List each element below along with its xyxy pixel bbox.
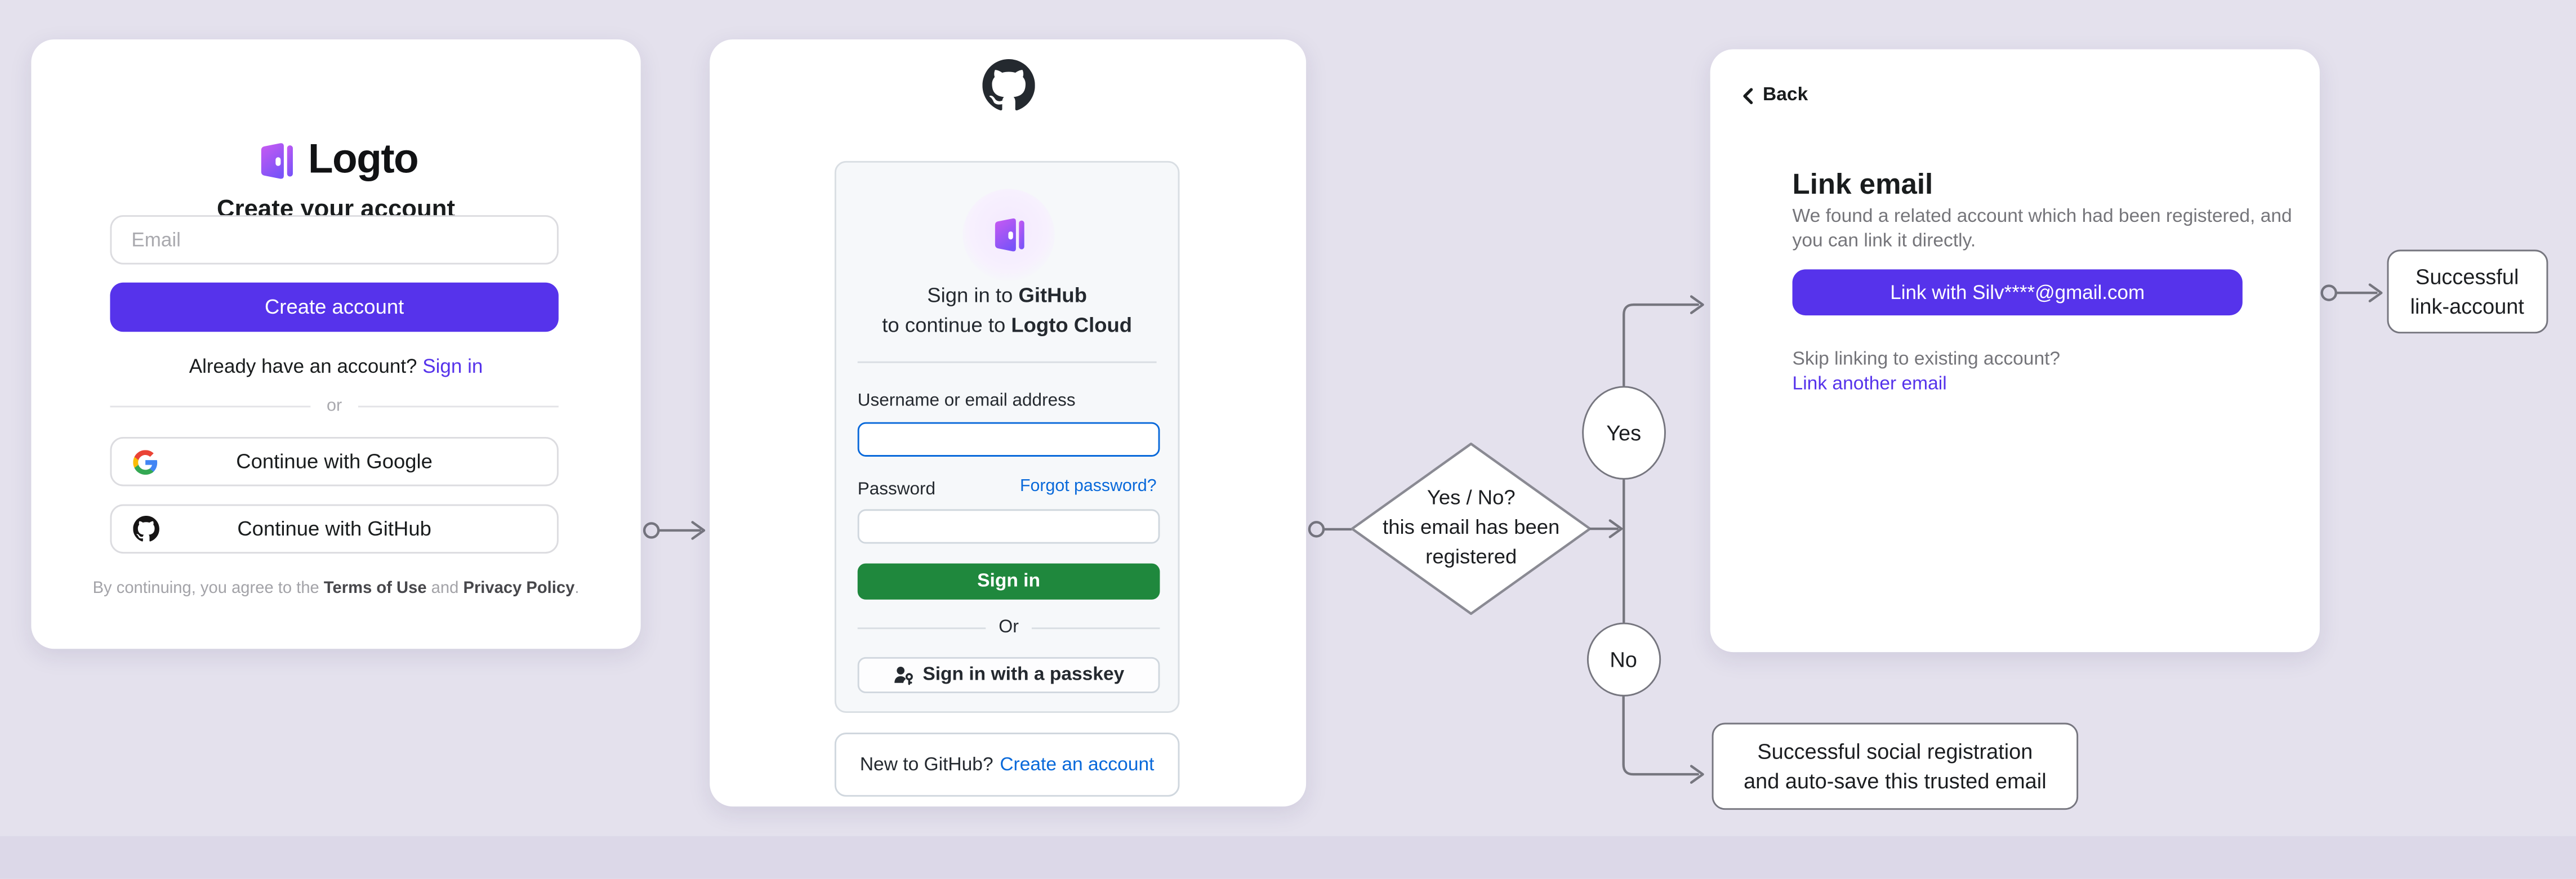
already-have-account: Already have an account? Sign in [31,355,640,378]
github-signin-button[interactable]: Sign in [857,563,1160,600]
github-signin-panel: Sign in to GitHub to continue to Logto C… [834,160,1180,713]
yes-label: Yes [1606,420,1642,445]
link-another-email-link[interactable]: Link another email [1792,374,1947,395]
github-footer-box: New to GitHub? Create an account [834,733,1180,797]
link-with-email-button[interactable]: Link with Silv****@gmail.com [1792,269,2243,316]
forgot-password-link[interactable]: Forgot password? [1020,478,1157,496]
github-or-label: Or [999,617,1019,637]
logto-app-glow [962,189,1055,281]
terms-of-use-link[interactable]: Terms of Use [323,579,427,598]
heading1-bold: GitHub [1018,284,1088,307]
github-heading-line1: Sign in to GitHub [836,284,1178,307]
signin-prompt-text: Already have an account? [189,355,417,378]
username-label: Username or email address [857,391,1076,411]
decision-line1: Yes / No? [1427,486,1516,510]
passkey-label: Sign in with a passkey [922,665,1125,685]
yes-node: Yes [1581,385,1666,480]
password-input[interactable] [857,509,1160,544]
privacy-policy-link[interactable]: Privacy Policy [463,579,575,598]
github-or-divider: Or [857,617,1160,637]
google-icon [133,449,158,474]
continue-github-button[interactable]: Continue with GitHub [110,504,559,554]
continue-google-button[interactable]: Continue with Google [110,436,559,487]
terms-text: By continuing, you agree to the Terms of… [31,580,640,598]
new-to-github-text: New to GitHub? [859,755,993,775]
desc-line1: We found a related account which had bee… [1792,207,2292,227]
outcome-social-registration-box: Successful social registration and auto-… [1712,722,2079,810]
decision-line2: this email has been [1383,515,1560,539]
email-input[interactable] [110,215,559,265]
or-label: or [327,396,342,416]
passkey-button[interactable]: Sign in with a passkey [857,657,1160,694]
or-divider: or [110,396,559,416]
logto-wordmark: Logto [308,136,419,182]
github-card: Sign in to GitHub to continue to Logto C… [710,39,1307,807]
outcome-link-account-box: Successful link-account [2387,249,2547,334]
heading2-prefix: to continue to [882,314,1011,337]
username-input[interactable] [857,422,1160,457]
outcome-social-line1: Successful social registration [1757,739,2033,764]
heading1-prefix: Sign in to [927,284,1019,307]
passkey-icon [893,664,915,686]
back-button[interactable]: Back [1741,86,1808,105]
no-label: No [1610,646,1637,672]
logto-logo: Logto [31,136,640,184]
password-label: Password [857,479,936,499]
back-label: Back [1763,85,1808,105]
github-logo-icon [710,59,1306,111]
bottom-strip [0,836,2576,879]
github-heading-line2: to continue to Logto Cloud [836,314,1178,337]
chevron-left-icon [1741,86,1754,104]
github-icon [133,515,159,542]
outcome-social-line2: and auto-save this trusted email [1744,768,2047,793]
terms-suffix: . [574,579,580,598]
logto-door-icon [254,139,297,181]
decision-line3: registered [1425,545,1517,568]
heading2-bold: Logto Cloud [1011,314,1133,337]
continue-github-label: Continue with GitHub [237,517,431,541]
outcome-link-line1: Successful [2415,264,2519,289]
no-node: No [1586,622,1661,696]
outcome-link-line2: link-account [2410,293,2524,318]
skip-linking-text: Skip linking to existing account? [1792,350,2061,370]
link-email-description: We found a related account which had bee… [1793,206,2292,253]
logto-app-icon [995,218,1024,252]
continue-google-label: Continue with Google [236,450,433,474]
create-account-button[interactable]: Create account [110,282,559,332]
create-github-account-link[interactable]: Create an account [1000,755,1155,775]
decision-diamond: Yes / No? this email has been registered [1340,485,1602,573]
link-email-card: Back Link email We found a related accou… [1710,49,2320,653]
signin-link[interactable]: Sign in [422,355,483,378]
terms-and: and [426,579,463,598]
signup-card: Logto Create your account Create account… [31,39,641,649]
desc-line2: you can link it directly. [1792,230,1976,251]
panel-divider [857,361,1157,363]
link-email-title: Link email [1792,167,1933,200]
terms-prefix: By continuing, you agree to the [92,579,324,598]
